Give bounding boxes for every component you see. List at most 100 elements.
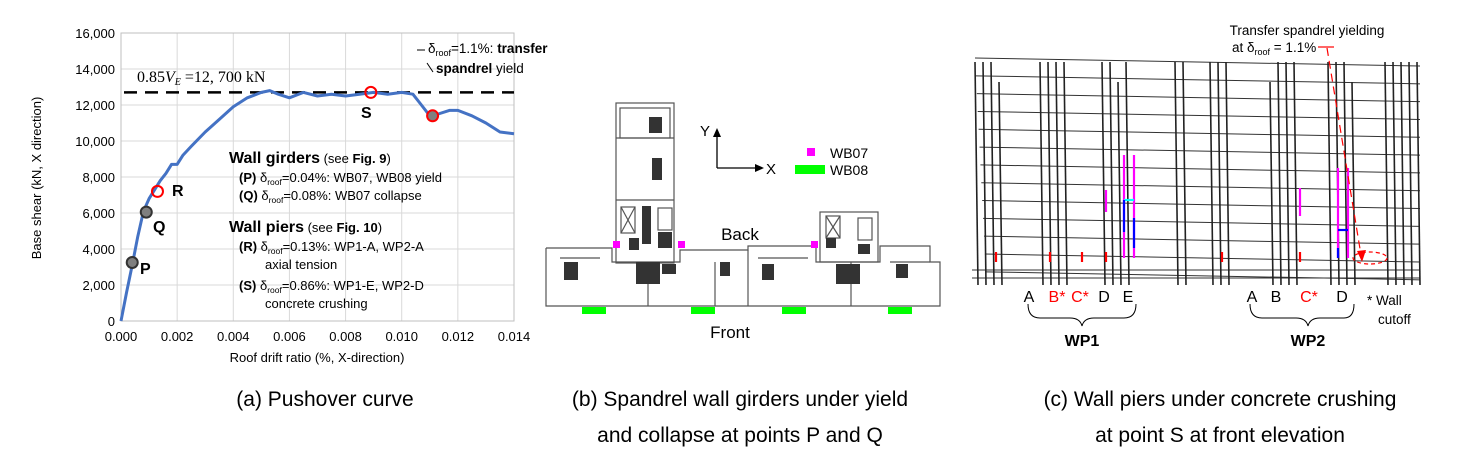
x-axis-label: Roof drift ratio (%, X-direction) [230, 350, 405, 365]
elevation-wall-line [1047, 61, 1052, 286]
front-elevation [972, 57, 1421, 286]
elevation-wall-line [998, 81, 1003, 286]
wp2-pier-label: C* [1300, 289, 1318, 306]
x-tick-label: 0.000 [105, 329, 138, 344]
transfer-note-line1: Transfer spandrel yielding [1230, 23, 1385, 38]
chart-grid [120, 32, 515, 322]
transfer-annotation-line2: spandrel yield [436, 61, 524, 76]
plan-front-label: Front [710, 323, 750, 342]
elevation-wall-line [1400, 61, 1405, 286]
elevation-wall-line [1063, 61, 1068, 286]
wp1-pier-label: D [1098, 289, 1110, 306]
wp1-pier-label: B* [1049, 289, 1066, 306]
chart-point-s [364, 85, 378, 99]
legend-wb07-label: WB07 [830, 145, 868, 161]
wb08-marker-4 [888, 307, 912, 314]
x-tick-label: 0.010 [385, 329, 418, 344]
elevation-wall-line [1392, 61, 1397, 286]
chart-point-transfer [426, 109, 440, 123]
wall-cutoff-line1: * Wall [1367, 293, 1402, 308]
elevation-wall-line [982, 61, 987, 286]
elevation-wall-line [1293, 61, 1298, 286]
elevation-wall-line [1327, 61, 1332, 286]
svg-text:axial tension: axial tension [265, 257, 337, 272]
elevation-wall-line [1101, 61, 1106, 286]
wb07-marker-2 [678, 241, 685, 248]
chart-point-p [125, 256, 139, 269]
wp2-pier-label: B [1271, 289, 1282, 306]
wb08-marker-3 [782, 307, 806, 314]
x-tick-label: 0.014 [498, 329, 531, 344]
elevation-wall-line [1343, 61, 1348, 286]
wb08-marker-2 [691, 307, 715, 314]
wall-girders-legend: Wall girders (see Fig. 9) (P) δroof=0.04… [229, 150, 442, 205]
elevation-wall-line [1269, 81, 1274, 286]
legend-wb08-label: WB08 [830, 162, 868, 178]
elevation-wall-line [1117, 81, 1122, 286]
wp2-pier-label: D [1336, 289, 1348, 306]
y-tick-label: 2,000 [82, 278, 115, 293]
elevation-wall-line [1182, 61, 1187, 286]
elevation-wall-line [1384, 61, 1389, 286]
point-label-p: P [140, 261, 151, 278]
elevation-wall-line [1209, 61, 1214, 286]
wp1-pier-label: C* [1071, 289, 1089, 306]
y-tick-label: 4,000 [82, 242, 115, 257]
y-tick-label: 16,000 [75, 26, 115, 41]
plan-axes [713, 128, 764, 172]
elevation-wall-line [1285, 61, 1290, 286]
chart-ticks: 02,0004,0006,0008,00010,00012,00014,0001… [75, 26, 530, 344]
caption-b-line1: (b) Spandrel wall girders under yield [571, 388, 909, 411]
caption-a: (a) Pushover curve [236, 388, 414, 411]
elevation-wall-line [1125, 61, 1130, 286]
elevation-wall-line [1174, 61, 1179, 286]
wall-piers-legend: Wall piers (see Fig. 10) (R) δroof=0.13%… [229, 219, 424, 311]
wb08-markers [582, 307, 912, 314]
svg-text:(S) δroof=0.86%: WP1-E, WP2-D: (S) δroof=0.86%: WP1-E, WP2-D [239, 278, 424, 295]
plan-axis-x: X [766, 161, 776, 178]
x-tick-label: 0.008 [329, 329, 362, 344]
svg-text:(Q) δroof=0.08%: WB07 collapse: (Q) δroof=0.08%: WB07 collapse [239, 188, 422, 205]
elevation-floor-line [976, 93, 1421, 103]
elevation-wall-line [1416, 61, 1421, 286]
transfer-annotation-line1: δroof=1.1%: transfer [428, 41, 548, 58]
y-tick-label: 6,000 [82, 206, 115, 221]
transfer-spandrel-ellipse [1352, 251, 1388, 265]
elevation-floor-line [977, 110, 1421, 120]
x-tick-label: 0.012 [442, 329, 475, 344]
plan-back-label: Back [721, 225, 759, 244]
elevation-highlights [994, 155, 1350, 262]
plan-axis-y: Y [700, 123, 710, 140]
transfer-arrow [1326, 47, 1362, 256]
y-tick-label: 10,000 [75, 134, 115, 149]
point-label-s: S [361, 105, 372, 122]
y-tick-label: 0 [108, 314, 115, 329]
elevation-floor-line [975, 75, 1421, 85]
elevation-wall-line [1109, 61, 1114, 286]
x-tick-label: 0.006 [273, 329, 306, 344]
x-tick-label: 0.002 [161, 329, 194, 344]
elevation-wall-line [1351, 81, 1356, 286]
transfer-leader-2 [426, 62, 434, 73]
legend-wb07-swatch [807, 148, 815, 156]
svg-text:concrete crushing: concrete crushing [265, 296, 368, 311]
transfer-note-line2: at δroof = 1.1% [1232, 40, 1316, 57]
wb07-marker-3 [811, 241, 818, 248]
elevation-wall-line [1217, 61, 1222, 286]
chart-point-r [150, 184, 164, 198]
wb08-marker-1 [582, 307, 606, 314]
x-tick-label: 0.004 [217, 329, 250, 344]
legend-wb08-swatch [795, 165, 825, 174]
elevation-wall-line [1408, 61, 1413, 286]
chart-points [125, 85, 440, 269]
elevation-floor-line [974, 57, 1421, 67]
wp1-pier-label: A [1024, 289, 1035, 306]
wp1-brace [1027, 303, 1137, 327]
elevation-wall-line [1225, 61, 1230, 286]
reference-line-label: 0.85VE =12, 700 kN [137, 69, 266, 88]
elevation-floor-line [978, 128, 1421, 138]
elevation-wall-line [1039, 61, 1044, 286]
elevation-wall-line [990, 61, 995, 286]
